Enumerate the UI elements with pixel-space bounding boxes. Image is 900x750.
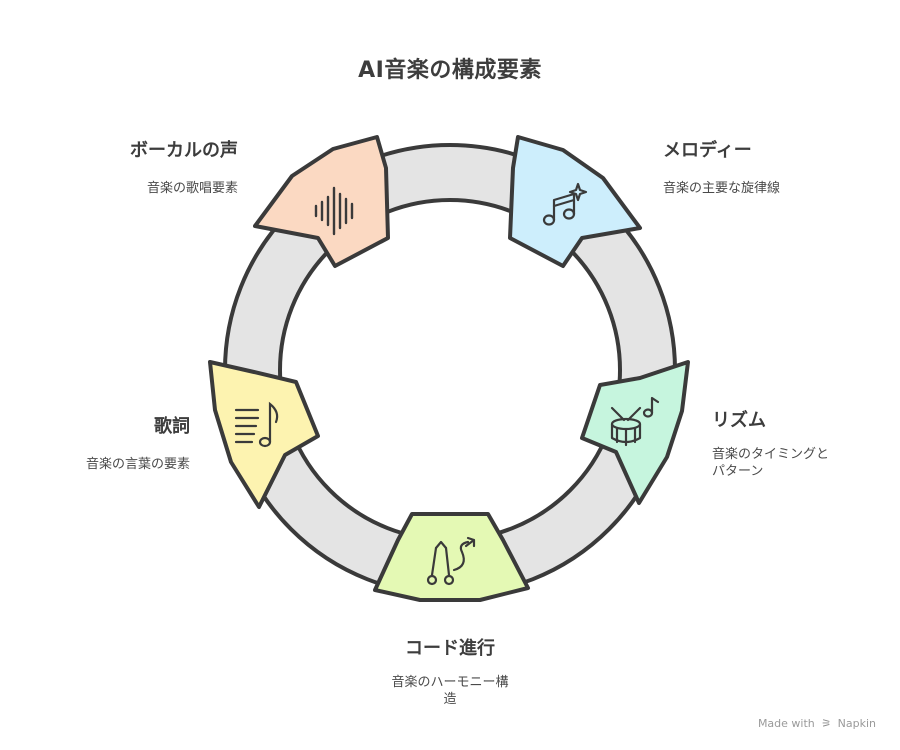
footer-brand: Napkin <box>837 717 876 730</box>
footer-credit: Made with ⚞ Napkin <box>758 717 876 730</box>
segment-lyrics[interactable] <box>208 360 320 509</box>
chord-desc-line2: 造 <box>443 692 457 707</box>
label-lyrics: 歌詞 音楽の言葉の要素 <box>86 412 190 473</box>
rhythm-desc-line2: パターン <box>712 464 764 479</box>
segment-chord[interactable] <box>373 512 530 602</box>
vocal-desc: 音楽の歌唱要素 <box>146 181 238 196</box>
chord-title: コード進行 <box>405 638 495 659</box>
rhythm-desc-line1: 音楽のタイミングと <box>712 447 830 462</box>
lyrics-title: 歌詞 <box>154 416 190 437</box>
label-rhythm: リズム 音楽のタイミングと パターン <box>712 406 829 480</box>
lyrics-note-icon <box>234 401 279 448</box>
drum-icon <box>610 396 660 447</box>
rhythm-desc: 音楽のタイミングと パターン <box>712 446 829 480</box>
napkin-logo-icon: ⚞ <box>821 717 832 730</box>
footer-prefix: Made with <box>757 717 815 730</box>
waveform-icon <box>314 186 354 236</box>
tuning-fork-icon <box>426 536 476 586</box>
label-melody: メロディー 音楽の主要な旋律線 <box>663 136 780 197</box>
vocal-title: ボーカルの声 <box>130 140 238 161</box>
label-chord: コード進行 音楽のハーモニー構 造 <box>350 634 550 708</box>
diagram-title: AI音楽の構成要素 <box>358 58 542 83</box>
melody-desc: 音楽の主要な旋律線 <box>663 181 781 196</box>
rhythm-title: リズム <box>712 410 766 431</box>
label-vocal: ボーカルの声 音楽の歌唱要素 <box>130 136 238 197</box>
melody-title: メロディー <box>663 140 752 161</box>
lyrics-desc: 音楽の言葉の要素 <box>85 457 190 472</box>
chord-desc: 音楽のハーモニー構 造 <box>350 674 550 708</box>
chord-desc-line1: 音楽のハーモニー構 <box>391 675 509 690</box>
music-notes-sparkle-icon <box>542 182 588 226</box>
